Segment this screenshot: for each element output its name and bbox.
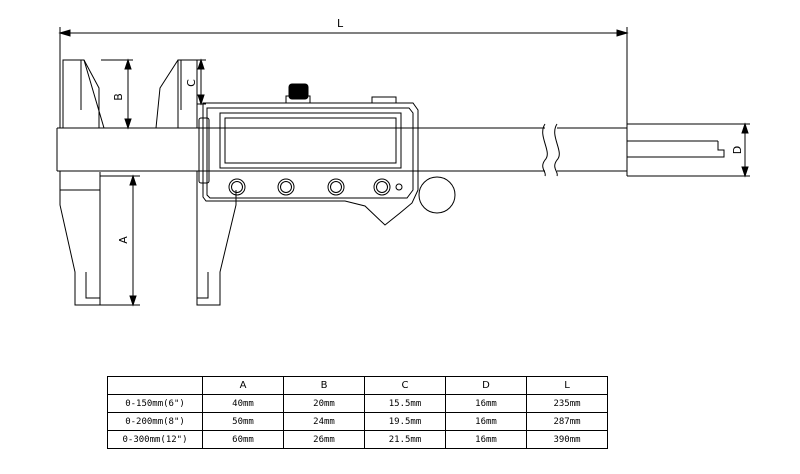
row-range-cell: 0-200mm(8") <box>107 412 203 431</box>
spec-table: A B C D L 0-150mm(6") 40mm 20mm 15.5mm 1… <box>107 376 608 449</box>
row-range-cell: 0-150mm(6") <box>107 394 203 413</box>
header-cell-d: D <box>445 376 527 395</box>
main-beam <box>56 123 725 177</box>
table-row: 0-150mm(6") 40mm 20mm 15.5mm 16mm 235mm <box>107 394 608 413</box>
button-4[interactable] <box>373 178 391 196</box>
display-body <box>198 83 419 226</box>
lcd-screen <box>219 112 402 169</box>
indicator-dot <box>395 183 403 191</box>
table-row: 0-200mm(8") 50mm 24mm 19.5mm 16mm 287mm <box>107 412 608 431</box>
label-a: A <box>117 236 130 244</box>
table-row: 0-300mm(12") 60mm 26mm 21.5mm 16mm 390mm <box>107 430 608 449</box>
sliding-upper-jaw <box>155 59 198 129</box>
fixed-upper-jaw <box>62 59 105 129</box>
thumb-roller[interactable] <box>418 176 456 214</box>
header-cell-b: B <box>283 376 365 395</box>
label-l: L <box>337 17 344 30</box>
row-range-cell: 0-300mm(12") <box>107 430 203 449</box>
dimension-c-line <box>178 58 206 106</box>
value-cell: 60mm <box>202 430 284 449</box>
value-cell: 390mm <box>526 430 608 449</box>
label-c: C <box>185 79 198 87</box>
button-2[interactable] <box>277 178 295 196</box>
button-3[interactable] <box>327 178 345 196</box>
dimension-a-line <box>100 174 140 307</box>
value-cell: 21.5mm <box>364 430 446 449</box>
value-cell: 24mm <box>283 412 365 431</box>
dimension-l-line <box>58 27 629 128</box>
value-cell: 287mm <box>526 412 608 431</box>
table-header-row: A B C D L <box>107 376 608 395</box>
button-1[interactable] <box>228 178 246 196</box>
label-d: D <box>731 146 744 154</box>
value-cell: 16mm <box>445 394 527 413</box>
value-cell: 40mm <box>202 394 284 413</box>
fixed-lower-jaw <box>59 171 101 306</box>
value-cell: 16mm <box>445 412 527 431</box>
header-cell-l: L <box>526 376 608 395</box>
sliding-lower-jaw <box>196 171 237 306</box>
value-cell: 50mm <box>202 412 284 431</box>
value-cell: 19.5mm <box>364 412 446 431</box>
value-cell: 26mm <box>283 430 365 449</box>
header-cell-c: C <box>364 376 446 395</box>
value-cell: 16mm <box>445 430 527 449</box>
dimension-b-line <box>101 58 133 130</box>
label-b: B <box>112 93 125 101</box>
value-cell: 15.5mm <box>364 394 446 413</box>
value-cell: 20mm <box>283 394 365 413</box>
value-cell: 235mm <box>526 394 608 413</box>
header-cell-empty <box>107 376 203 395</box>
dimension-d-line <box>627 122 750 178</box>
caliper-drawing: L B C A D <box>56 17 750 307</box>
header-cell-a: A <box>202 376 284 395</box>
